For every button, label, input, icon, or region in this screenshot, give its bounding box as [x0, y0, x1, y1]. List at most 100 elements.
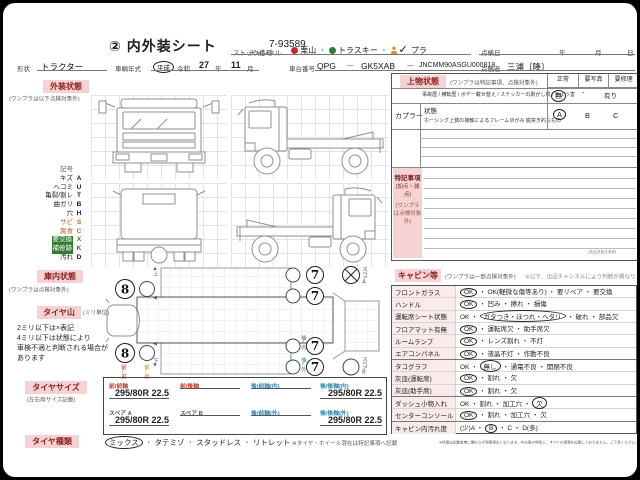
- size-col-head: 後/後軸(内): [320, 384, 349, 390]
- up-marker: ▲上: [152, 266, 158, 276]
- axis-label-rear-outer: 後/外: [300, 357, 306, 371]
- separator: ・: [243, 438, 251, 447]
- dash: —: [407, 62, 414, 69]
- tire-size-note: (左右両サイズ記載): [27, 397, 76, 404]
- spare-b-label: スペアB: [361, 356, 367, 375]
- channel-underline: [249, 54, 471, 55]
- cabin-row: ハンドル OK ・ 凹み ・ 擦れ ・ 損傷: [392, 298, 636, 311]
- tire-front2-bottom-empty: [139, 345, 155, 361]
- upper-body-box: 上物状態 (ワンプラは特記事項、点検対象外) 正常 要写真 要修理 事故歴 / …: [391, 73, 637, 261]
- cab-top-view: [105, 298, 140, 343]
- svg-text:◀: ◀: [153, 341, 157, 347]
- tire-type-option: スタッドレス: [196, 438, 242, 447]
- tire-layout-diagram: ◀ ◀ 8 8 7 7 7 7 前/前: [103, 265, 395, 378]
- remarks-note: (ワンプラは点検対象外): [393, 203, 422, 225]
- kuriyama-channel-icon: [291, 47, 298, 54]
- tire-type-note: ※タイヤ・ホイール混在は特記事項へ記載: [292, 440, 398, 447]
- upper-body-note: (ワンプラは特記事項、点検対象外): [450, 80, 538, 87]
- rear-gate-grid: [344, 300, 380, 352]
- page-title: ② 内外装シート: [109, 38, 217, 54]
- cabin-row: ルームランプ OK ・ レンズ割れ ・ 不灯: [392, 335, 636, 348]
- channel-option: 栗山: [300, 46, 317, 55]
- separator: ・: [186, 438, 195, 447]
- tire-rear-outer-top: [306, 266, 324, 284]
- size-value: [251, 388, 311, 389]
- model-year-value: 27: [199, 60, 210, 70]
- channel-options: 栗山 ・ トラスキー ・ ✓ プラ: [291, 43, 427, 56]
- svg-text:7: 7: [311, 360, 319, 374]
- check-mark: ✓: [398, 44, 408, 56]
- era-reiwa: 令和: [177, 66, 190, 73]
- svg-text:8: 8: [121, 347, 129, 361]
- chassis-number: JNCMM90ASGU000818: [419, 62, 496, 69]
- chassis-code: QPG: [317, 61, 336, 71]
- inspector-name: 三浦〔隆〕: [507, 62, 550, 72]
- section-cabin-label: キャビン等: [395, 269, 441, 282]
- tire-type-options: ミックス ・ タテミゾ ・ スタッドレス ・ リトレット ※タイヤ・ホイール混在…: [105, 436, 424, 449]
- exterior-note: (ワンプラは以下点検対象外): [9, 96, 80, 103]
- remarks-sub: (加点・減点): [395, 184, 420, 198]
- tire-rear-inner-top: [306, 287, 324, 305]
- era-heisei-circled: 平成: [153, 61, 174, 73]
- cabin-row: 灰皿(運転席) OK ・ 割れ ・ 欠: [392, 372, 636, 385]
- size-col-head: 後/前軸(外): [251, 411, 280, 417]
- dash: —: [347, 62, 354, 69]
- separator: ・: [318, 46, 327, 55]
- section-exterior-label: 外装状態: [43, 80, 89, 93]
- tire-front-top: [115, 279, 135, 299]
- size-col-head: スペア B: [180, 411, 203, 417]
- separator: ・: [380, 46, 389, 55]
- size-value: 295/80R 22.5: [320, 388, 382, 399]
- model-month-unit: 月: [247, 66, 254, 73]
- size-col-head: 前/前軸: [109, 384, 129, 390]
- section-tread-label: タイヤ山: [37, 306, 81, 319]
- section-tire-type-label: タイヤ種類: [25, 435, 79, 448]
- grade-col-repair: 要修理: [608, 74, 637, 87]
- model-month-value: 11: [231, 60, 241, 70]
- coupler-label: カプラー: [395, 113, 423, 120]
- tread-notes: 2ミリ以下は×表記 4ミリ以下は状態により 車検不適と判断される場合が あります: [17, 325, 108, 362]
- model-year-underline: [151, 70, 259, 71]
- spare-a-label: スペアA: [361, 266, 367, 285]
- date-underline: [479, 54, 635, 55]
- inspection-date-label: 点検日: [481, 50, 501, 57]
- size-col-head: 前/後軸: [180, 384, 200, 390]
- separator: ・: [144, 438, 153, 447]
- day-unit: 日: [627, 50, 634, 57]
- legend-header: 記号: [60, 166, 73, 173]
- section-remarks-label: 特記事項 (加点・減点) (ワンプラは点検対象外): [393, 168, 422, 258]
- channel-option-selected: プラ: [410, 46, 427, 55]
- tire-rearfront-inner-top-empty: [285, 288, 301, 304]
- cabin-row: フロアマット有無 OK ・ 運転席欠 ・ 助手席欠: [392, 322, 636, 336]
- footer-disclaimer: ※状態は記載有無に関わらず現車優先となります。中古車の特性上、すべての傷等を記載…: [439, 440, 637, 445]
- tire-front2-top-empty: [139, 281, 155, 297]
- remarks-title: 特記事項: [394, 175, 421, 182]
- chassis-model: GK5XAB: [361, 61, 396, 71]
- cabin-row: キャビン内汚れ度(少)A ・ B ・ C ・ D(多): [392, 421, 636, 434]
- history-value-2: -: [582, 90, 585, 97]
- month-unit: 月: [595, 50, 602, 57]
- history-value-3: 有り: [604, 93, 617, 100]
- history-value-none: 無: [551, 90, 566, 102]
- coupler-line1: 状態: [424, 108, 437, 115]
- cabin-row: センターコンソール OK ・ 割れ ・ 加工穴 ・ 欠: [392, 409, 636, 422]
- size-value: [251, 415, 311, 416]
- coupler-line2: ホーシング上側の接触によるフレームゆがみ 底突き的なもの: [424, 118, 562, 124]
- down-marker: 下▼: [152, 358, 158, 368]
- axis-label-front-front: 前/前: [120, 364, 126, 378]
- truck-left-side-drawing: [237, 99, 384, 175]
- spare-b-tire-empty: [342, 358, 360, 376]
- size-col-head: スペア A: [109, 411, 132, 417]
- grade-col-photo: 要写真: [577, 74, 609, 87]
- tire-size-table: 前/前軸 295/80R 22.5 前/後軸 後/前軸(内) 後/後軸(内) 2…: [103, 377, 387, 435]
- trusky-channel-icon: [328, 47, 336, 54]
- axis-label-rear-inner: 後/内: [300, 335, 306, 349]
